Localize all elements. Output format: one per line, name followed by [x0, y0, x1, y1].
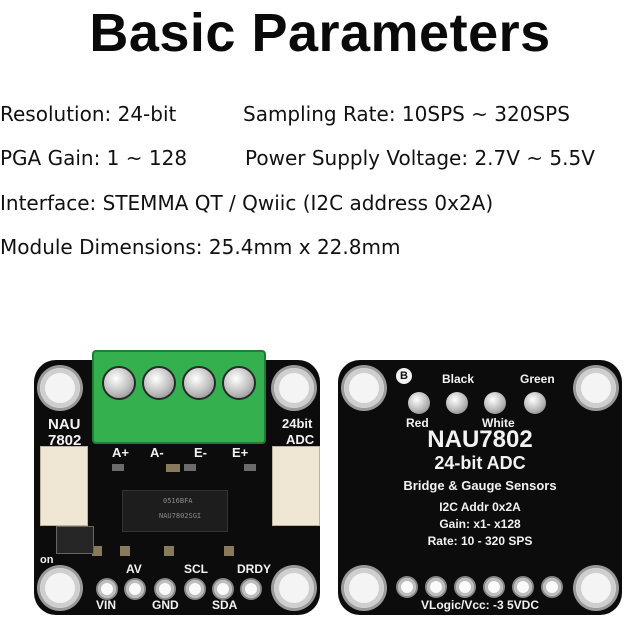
wire-pad-black [446, 392, 468, 414]
screw-terminal [92, 350, 266, 444]
mount-hole-icon [344, 568, 384, 608]
terminal-label-e-plus: E+ [232, 445, 249, 460]
pin-pad [398, 578, 416, 596]
capacitor [92, 546, 102, 556]
back-description: Bridge & Gauge Sensors [403, 478, 557, 493]
badge-letter: B [400, 370, 408, 382]
chip-marking-line1: NAU7802SGI [159, 512, 202, 520]
pin-pad-drdy [242, 580, 260, 598]
back-gain: Gain: x1- x128 [439, 517, 521, 531]
pin-label-sda: SDA [212, 598, 238, 612]
back-rate: Rate: 10 - 320 SPS [427, 534, 533, 548]
wire-label-black: Black [442, 372, 475, 386]
mount-hole-icon [40, 568, 80, 608]
resistor [184, 464, 196, 471]
resistor [112, 464, 124, 471]
pin-label-vin: VIN [96, 598, 117, 612]
back-title: NAU7802 [427, 426, 533, 453]
page-title: Basic Parameters [89, 3, 551, 63]
spec-interface: Interface: STEMMA QT / Qwiic (I2C addres… [0, 191, 494, 215]
stemma-connector-right [272, 446, 320, 526]
resistor [244, 464, 256, 471]
pin-pad-gnd [156, 580, 174, 598]
board-name-line2: 7802 [48, 432, 82, 449]
spec-sampling-rate: Sampling Rate: 10SPS ~ 320SPS [243, 102, 570, 126]
pin-pad [514, 578, 532, 596]
pin-label-av: AV [126, 562, 142, 576]
terminal-label-a-minus: A- [150, 445, 164, 460]
capacitor [224, 546, 234, 556]
wire-label-white: White [482, 416, 515, 430]
mount-hole-icon [40, 368, 80, 408]
pin-label-drdy: DRDY [237, 562, 272, 576]
pin-label-scl: SCL [184, 562, 208, 576]
pin-pad-vin [98, 580, 116, 598]
pin-pad [543, 578, 561, 596]
pin-pad-sda [214, 580, 232, 598]
on-label: on [40, 554, 54, 566]
mount-hole-icon [576, 568, 616, 608]
terminal-label-a-plus: A+ [112, 445, 129, 460]
wire-label-red: Red [406, 416, 429, 430]
pin-pad [485, 578, 503, 596]
pin-pad [427, 578, 445, 596]
resistor [166, 464, 180, 472]
adc-label-line2: ADC [286, 432, 315, 447]
wire-label-green: Green [520, 372, 555, 386]
spec-pga-gain: PGA Gain: 1 ~ 128 [0, 146, 188, 170]
badge-icon: B [396, 368, 412, 384]
screw-icon [142, 366, 176, 400]
adc-chip: NAU7802SGI 0516BFA [122, 490, 228, 532]
mount-hole-icon [274, 368, 314, 408]
stemma-connector-left [40, 446, 88, 526]
screw-icon [182, 366, 216, 400]
capacitor [164, 546, 174, 556]
terminal-label-e-minus: E- [194, 445, 207, 460]
power-switch [56, 526, 94, 554]
pin-pad-av [126, 580, 144, 598]
chip-marking-line2: 0516BFA [163, 497, 193, 505]
back-footer: VLogic/Vcc: -3 5VDC [420, 598, 540, 612]
spec-resolution: Resolution: 24-bit [0, 102, 177, 126]
board-name-line1: NAU [48, 416, 81, 433]
mount-hole-icon [344, 368, 384, 408]
capacitor [120, 546, 130, 556]
mount-hole-icon [274, 568, 314, 608]
mount-hole-icon [576, 368, 616, 408]
spec-dimensions: Module Dimensions: 25.4mm x 22.8mm [0, 235, 401, 259]
back-board: B Black Green Red White NAU7802 24-bit A… [338, 360, 622, 615]
pin-label-gnd: GND [152, 598, 179, 612]
adc-label-line1: 24bit [282, 416, 313, 431]
wire-pad-red [408, 392, 430, 414]
back-subtitle: 24-bit ADC [434, 453, 526, 473]
spec-power-supply: Power Supply Voltage: 2.7V ~ 5.5V [245, 146, 595, 170]
pin-pad-scl [186, 580, 204, 598]
screw-icon [222, 366, 256, 400]
wire-pad-white [484, 392, 506, 414]
pin-pad [456, 578, 474, 596]
screw-icon [102, 366, 136, 400]
back-i2c-addr: I2C Addr 0x2A [439, 500, 521, 514]
wire-pad-green [524, 392, 546, 414]
